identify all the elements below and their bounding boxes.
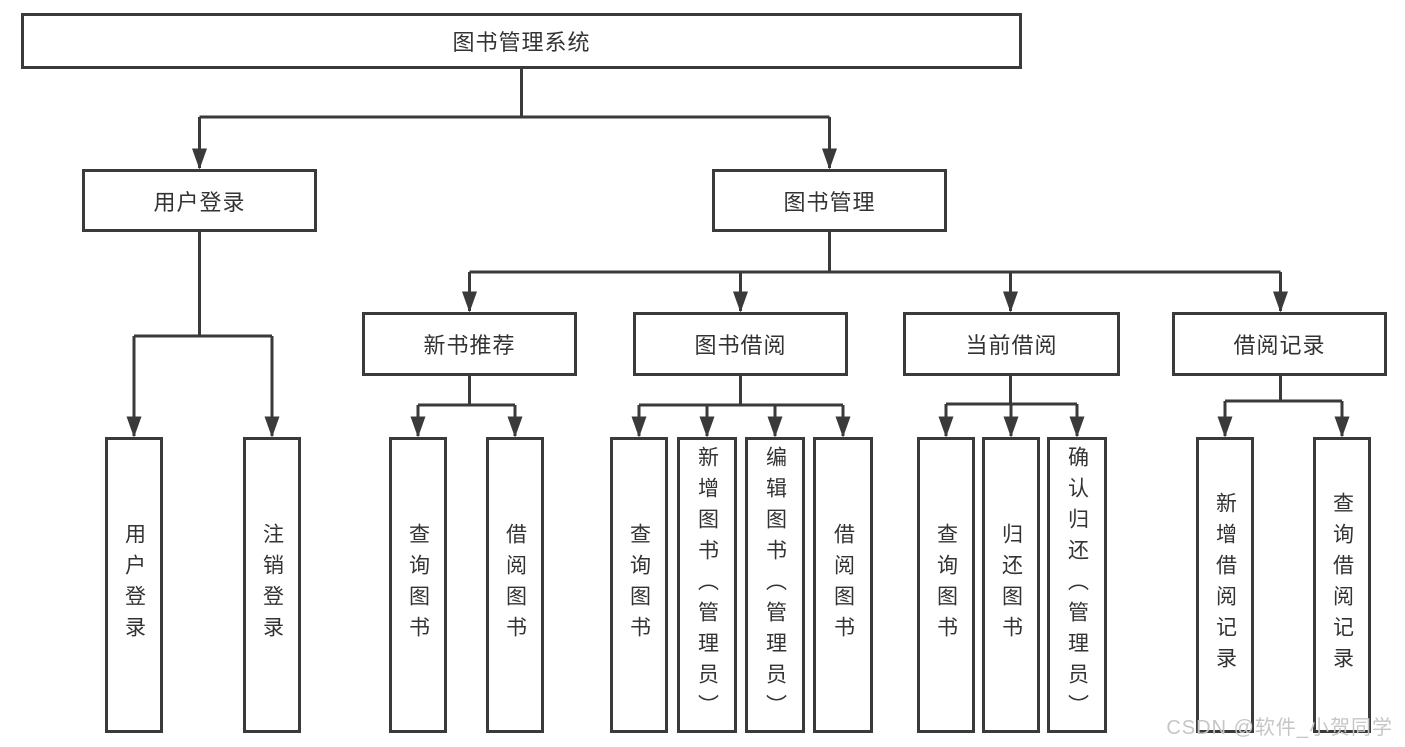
node-leaf-user-login: 用户登录 (105, 437, 163, 733)
leaf-label: 归还图书 (999, 523, 1023, 647)
connector-recommend-trunk (418, 376, 515, 407)
leaf-label: 查询图书 (934, 523, 958, 647)
node-leaf-return-books: 归还图书 (982, 437, 1040, 733)
connector-mgmt-trunk (469, 232, 1281, 274)
node-leaf-edit-books-admin: 编辑图书（管理员） (745, 437, 805, 733)
node-leaf-query-books-current: 查询图书 (917, 437, 975, 733)
node-leaf-borrow-books-recommend: 借阅图书 (486, 437, 544, 733)
leaf-label: 查询图书 (627, 523, 651, 647)
connector-login-trunk (134, 232, 272, 338)
connector-root-trunk (199, 69, 830, 119)
node-book-borrowing: 图书借阅 (633, 312, 848, 376)
leaf-label: 用户登录 (122, 523, 146, 647)
connector-current-trunk (946, 376, 1077, 406)
leaf-label: 查询借阅记录 (1330, 492, 1354, 678)
node-leaf-query-books-recommend: 查询图书 (389, 437, 447, 733)
node-leaf-borrow-books: 借阅图书 (813, 437, 873, 733)
leaf-label: 确认归还（管理员） (1065, 445, 1089, 725)
node-borrowing-records: 借阅记录 (1172, 312, 1387, 376)
leaf-label: 借阅图书 (503, 523, 527, 647)
node-system-root: 图书管理系统 (21, 13, 1022, 69)
connector-records-trunk (1225, 376, 1342, 403)
leaf-label: 编辑图书（管理员） (763, 445, 787, 725)
node-leaf-query-borrow-record: 查询借阅记录 (1313, 437, 1371, 733)
node-leaf-logout: 注销登录 (243, 437, 301, 733)
leaf-label: 新增图书（管理员） (695, 445, 719, 725)
node-new-book-recommendation: 新书推荐 (362, 312, 577, 376)
node-leaf-query-books-borrow: 查询图书 (610, 437, 668, 733)
leaf-label: 新增借阅记录 (1213, 492, 1237, 678)
csdn-watermark: CSDN @软件_小贺同学 (1166, 717, 1393, 739)
node-current-borrowing: 当前借阅 (903, 312, 1120, 376)
leaf-label: 借阅图书 (831, 523, 855, 647)
node-leaf-add-borrow-record: 新增借阅记录 (1196, 437, 1254, 733)
connector-borrow-trunk (639, 376, 843, 407)
node-leaf-confirm-return-admin: 确认归还（管理员） (1047, 437, 1107, 733)
node-book-management: 图书管理 (712, 169, 947, 232)
leaf-label: 注销登录 (260, 523, 284, 647)
node-leaf-add-books-admin: 新增图书（管理员） (677, 437, 737, 733)
node-user-login: 用户登录 (82, 169, 317, 232)
leaf-label: 查询图书 (406, 523, 430, 647)
